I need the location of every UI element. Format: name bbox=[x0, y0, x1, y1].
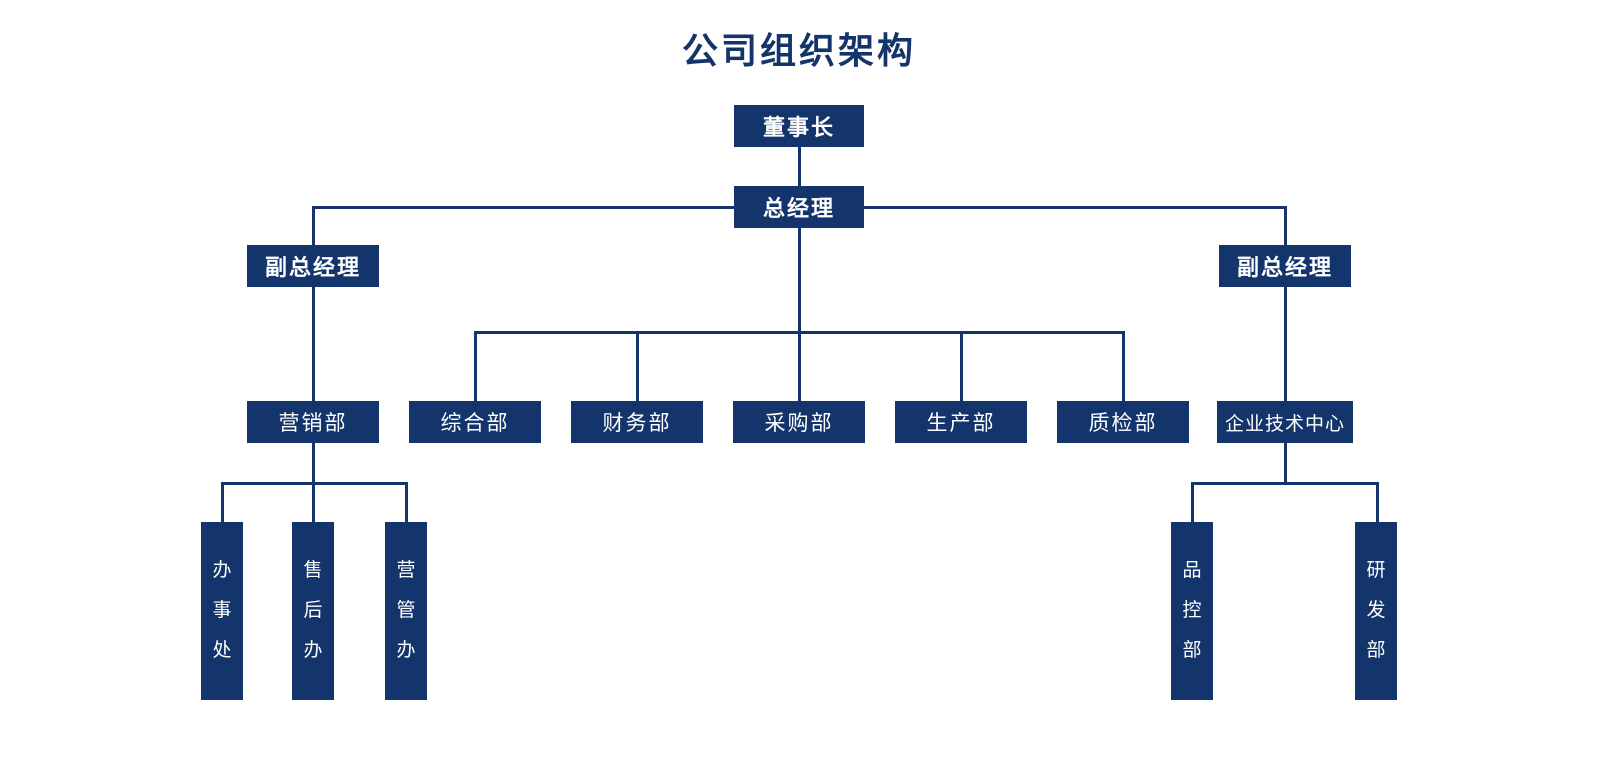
node-deputy-gm-left: 副总经理 bbox=[247, 245, 379, 287]
connector-line bbox=[1283, 287, 1287, 401]
connector-line bbox=[797, 228, 801, 332]
node-office-branch-offices: 办事处 bbox=[201, 522, 243, 700]
node-dept-quality-inspection: 质检部 bbox=[1057, 401, 1189, 443]
node-dept-purchasing: 采购部 bbox=[733, 401, 865, 443]
connector-line bbox=[959, 330, 963, 401]
node-label: 售后办 bbox=[303, 560, 323, 661]
connector-line bbox=[1283, 205, 1287, 246]
node-dept-quality-control: 品控部 bbox=[1171, 522, 1213, 700]
node-deputy-gm-right: 副总经理 bbox=[1219, 245, 1351, 287]
node-label: 研发部 bbox=[1366, 560, 1386, 661]
node-office-after-sales: 售后办 bbox=[292, 522, 334, 700]
connector-line bbox=[797, 330, 801, 401]
node-label: 办事处 bbox=[212, 560, 232, 661]
node-dept-finance: 财务部 bbox=[571, 401, 703, 443]
node-general-manager: 总经理 bbox=[734, 186, 864, 228]
node-dept-tech-center: 企业技术中心 bbox=[1217, 401, 1353, 443]
connector-line bbox=[220, 481, 224, 522]
node-dept-marketing: 营销部 bbox=[247, 401, 379, 443]
node-chairman: 董事长 bbox=[734, 105, 864, 147]
connector-line bbox=[1283, 443, 1287, 483]
node-dept-production: 生产部 bbox=[895, 401, 1027, 443]
connector-line bbox=[1190, 481, 1194, 522]
connector-line bbox=[404, 481, 408, 522]
connector-line bbox=[311, 205, 315, 246]
node-label: 品控部 bbox=[1182, 560, 1202, 661]
node-office-marketing-management: 营管办 bbox=[385, 522, 427, 700]
page-title: 公司组织架构 bbox=[681, 30, 916, 71]
connector-line bbox=[1375, 481, 1379, 522]
connector-line bbox=[635, 330, 639, 401]
connector-line bbox=[797, 147, 801, 188]
connector-line bbox=[1190, 481, 1379, 485]
connector-line bbox=[311, 443, 315, 483]
node-label: 营管办 bbox=[396, 560, 416, 661]
connector-line bbox=[311, 287, 315, 401]
connector-line bbox=[311, 481, 315, 522]
node-dept-general-affairs: 综合部 bbox=[409, 401, 541, 443]
connector-line bbox=[1121, 330, 1125, 401]
node-dept-rnd: 研发部 bbox=[1355, 522, 1397, 700]
connector-line bbox=[473, 330, 477, 401]
